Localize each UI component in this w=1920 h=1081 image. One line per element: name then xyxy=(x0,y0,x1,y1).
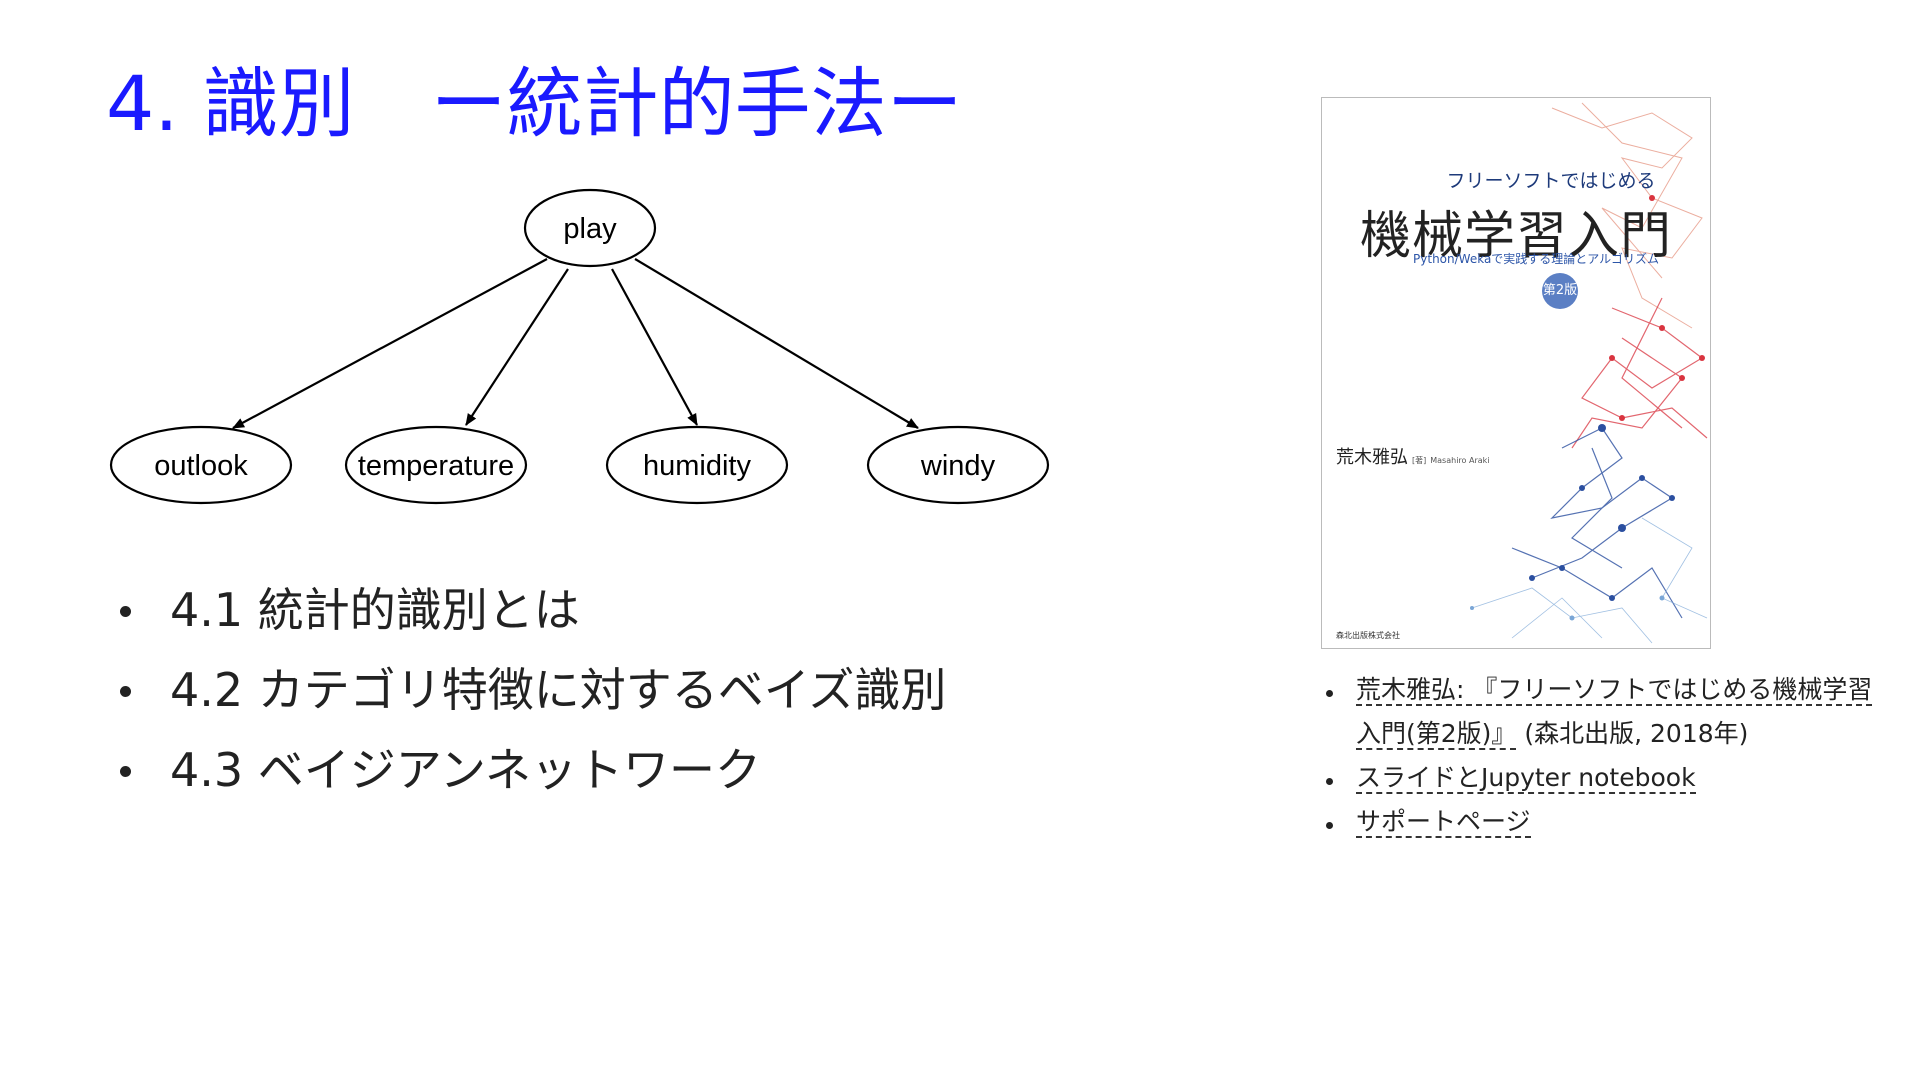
edge-play-windy xyxy=(634,258,919,429)
reference-list: 荒木雅弘: 『フリーソフトではじめる機械学習入門(第2版)』 (森北出版, 20… xyxy=(1326,668,1896,844)
node-label: windy xyxy=(920,450,996,482)
author-role: [著] xyxy=(1412,456,1427,465)
topic-item: 4.1 統計的識別とは xyxy=(120,570,946,650)
cover-subtitle: フリーソフトではじめる xyxy=(1446,170,1656,192)
cover-author: 荒木雅弘 [著]Masahiro Araki xyxy=(1336,443,1490,469)
node-label: outlook xyxy=(154,450,248,482)
book-publisher-note: (森北出版, 2018年) xyxy=(1516,719,1749,748)
node-windy: windy xyxy=(866,425,1050,505)
edge-play-temperature xyxy=(465,268,569,426)
node-label: play xyxy=(563,213,617,245)
topic-list: 4.1 統計的識別とは 4.2 カテゴリ特徴に対するベイズ識別 4.3 ベイジア… xyxy=(120,570,946,810)
node-humidity: humidity xyxy=(605,425,789,505)
book-cover-image: フリーソフトではじめる 機械学習入門 Python/Wekaで実践する理論とアル… xyxy=(1321,97,1711,649)
page-title: 4. 識別 ー統計的手法ー xyxy=(106,59,963,148)
author-roman: Masahiro Araki xyxy=(1430,456,1490,465)
reference-item: サポートページ xyxy=(1326,800,1896,844)
cover-publisher: 森北出版株式会社 xyxy=(1336,631,1400,640)
network-illustration xyxy=(1470,102,1708,644)
node-play: play xyxy=(523,188,657,268)
topic-item: 4.2 カテゴリ特徴に対するベイズ識別 xyxy=(120,650,946,730)
diagram-edges xyxy=(232,258,919,429)
cover-title: 機械学習入門 xyxy=(1359,207,1672,266)
topic-item: 4.3 ベイジアンネットワーク xyxy=(120,730,946,810)
edition-badge: 第2版 xyxy=(1542,273,1578,309)
reference-item: 荒木雅弘: 『フリーソフトではじめる機械学習入門(第2版)』 (森北出版, 20… xyxy=(1326,668,1896,756)
author-name: 荒木雅弘 xyxy=(1336,447,1408,468)
edge-play-outlook xyxy=(232,258,548,429)
bayesian-network-diagram: play outlook temperature humidity windy xyxy=(109,188,1050,505)
node-label: humidity xyxy=(643,450,751,482)
node-temperature: temperature xyxy=(344,425,528,505)
support-page-link[interactable]: サポートページ xyxy=(1356,807,1531,838)
cover-tagline: Python/Wekaで実践する理論とアルゴリズム xyxy=(1413,252,1659,266)
slides-notebook-link[interactable]: スライドとJupyter notebook xyxy=(1356,763,1696,794)
book-reference-link[interactable]: 荒木雅弘: 『フリーソフトではじめる機械学習入門(第2版)』 xyxy=(1356,675,1873,750)
node-label: temperature xyxy=(358,450,514,482)
reference-item: スライドとJupyter notebook xyxy=(1326,756,1896,800)
edge-play-humidity xyxy=(611,268,698,426)
node-outlook: outlook xyxy=(109,425,293,505)
